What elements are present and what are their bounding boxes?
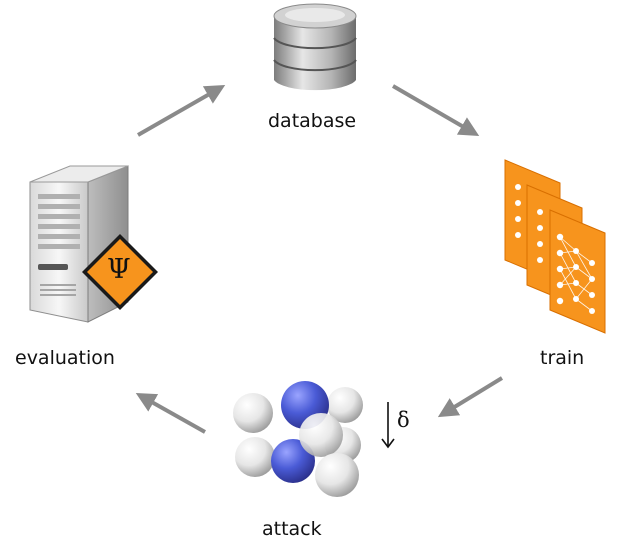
perturbation-symbol: δ bbox=[397, 408, 410, 432]
arrow-train-to-attack bbox=[437, 376, 504, 418]
down-arrow-icon bbox=[381, 402, 395, 449]
neural-network-stack-icon bbox=[504, 159, 606, 334]
train-label: train bbox=[540, 347, 585, 369]
attack-label: attack bbox=[262, 518, 322, 540]
arrow-database-to-train bbox=[391, 84, 480, 137]
psi-warning-badge-icon bbox=[82, 234, 158, 310]
network-panel-front bbox=[549, 209, 606, 334]
arrow-evaluation-to-database bbox=[137, 85, 226, 137]
database-label: database bbox=[268, 110, 357, 132]
server-tower-icon bbox=[29, 165, 129, 323]
molecule-icon bbox=[233, 381, 363, 497]
psi-symbol: Ψ bbox=[107, 254, 131, 285]
arrow-attack-to-evaluation bbox=[135, 393, 206, 434]
evaluation-label: evaluation bbox=[15, 347, 115, 369]
database-icon bbox=[273, 3, 357, 91]
